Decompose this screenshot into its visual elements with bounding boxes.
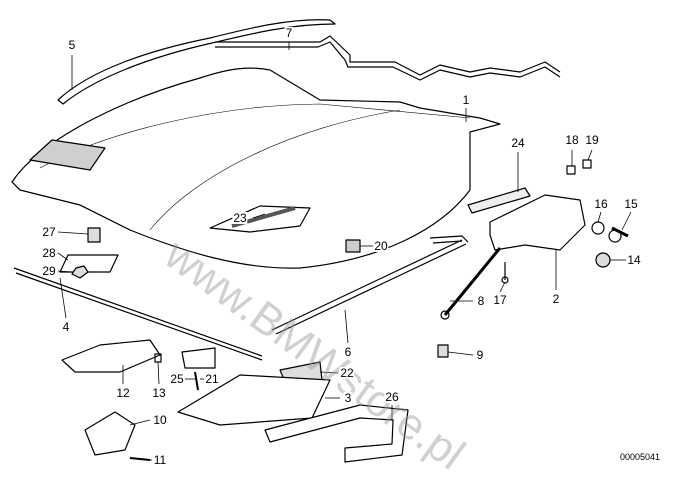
- part-label-6[interactable]: 6: [343, 345, 353, 359]
- part-11-screw: [129, 457, 151, 461]
- part-7-seal: [215, 35, 561, 81]
- part-label-5[interactable]: 5: [67, 38, 77, 52]
- part-5-seal: [57, 19, 336, 105]
- part-label-19[interactable]: 19: [584, 133, 600, 147]
- leader-lines: [57, 42, 632, 461]
- part-label-17[interactable]: 17: [492, 293, 508, 307]
- part-label-29[interactable]: 29: [41, 264, 57, 278]
- part-29-nut: [71, 265, 89, 279]
- part-label-4[interactable]: 4: [61, 320, 71, 334]
- part-label-28[interactable]: 28: [41, 246, 57, 260]
- part-28-bracket: [59, 254, 119, 273]
- part-label-8[interactable]: 8: [476, 294, 486, 308]
- part-4-strip: [13, 267, 263, 361]
- part-2-hinge: [489, 194, 586, 251]
- part-label-15[interactable]: 15: [623, 197, 639, 211]
- part-8-strut: [443, 247, 502, 316]
- part-label-23[interactable]: 23: [232, 211, 248, 225]
- part-16-bushing: [591, 221, 605, 235]
- part-label-7[interactable]: 7: [284, 26, 294, 40]
- part-6-strip: [271, 235, 469, 335]
- part-label-26[interactable]: 26: [384, 390, 400, 404]
- part-label-20[interactable]: 20: [373, 239, 389, 253]
- part-20-clip: [345, 239, 361, 253]
- part-label-14[interactable]: 14: [626, 253, 642, 267]
- part-label-10[interactable]: 10: [152, 413, 168, 427]
- part-label-13[interactable]: 13: [151, 386, 167, 400]
- part-label-18[interactable]: 18: [564, 133, 580, 147]
- part-label-12[interactable]: 12: [115, 386, 131, 400]
- part-19-bolt: [582, 159, 592, 169]
- drawing-number: 00005041: [619, 452, 660, 462]
- part-label-27[interactable]: 27: [41, 225, 57, 239]
- part-label-11[interactable]: 11: [152, 453, 168, 467]
- part-9-clip: [437, 344, 449, 358]
- part-label-3[interactable]: 3: [343, 391, 353, 405]
- part-1-hood: [11, 67, 501, 269]
- part-hood-vent: [29, 139, 106, 171]
- part-24-bar: [467, 187, 531, 214]
- part-25-screw: [194, 371, 199, 391]
- part-label-9[interactable]: 9: [475, 348, 485, 362]
- part-label-21[interactable]: 21: [204, 372, 220, 386]
- part-label-2[interactable]: 2: [551, 292, 561, 306]
- part-27-buffer: [87, 227, 101, 243]
- part-label-22[interactable]: 22: [339, 366, 355, 380]
- part-3-insulation: [177, 374, 331, 426]
- part-21-bracket: [181, 347, 216, 369]
- part-14-cap: [595, 252, 611, 268]
- part-18-nut: [566, 165, 576, 175]
- part-10-lock: [84, 411, 136, 456]
- part-12-lock: [61, 339, 161, 373]
- part-label-1[interactable]: 1: [461, 93, 471, 107]
- part-label-24[interactable]: 24: [510, 136, 526, 150]
- part-label-25[interactable]: 25: [169, 372, 185, 386]
- part-label-16[interactable]: 16: [593, 197, 609, 211]
